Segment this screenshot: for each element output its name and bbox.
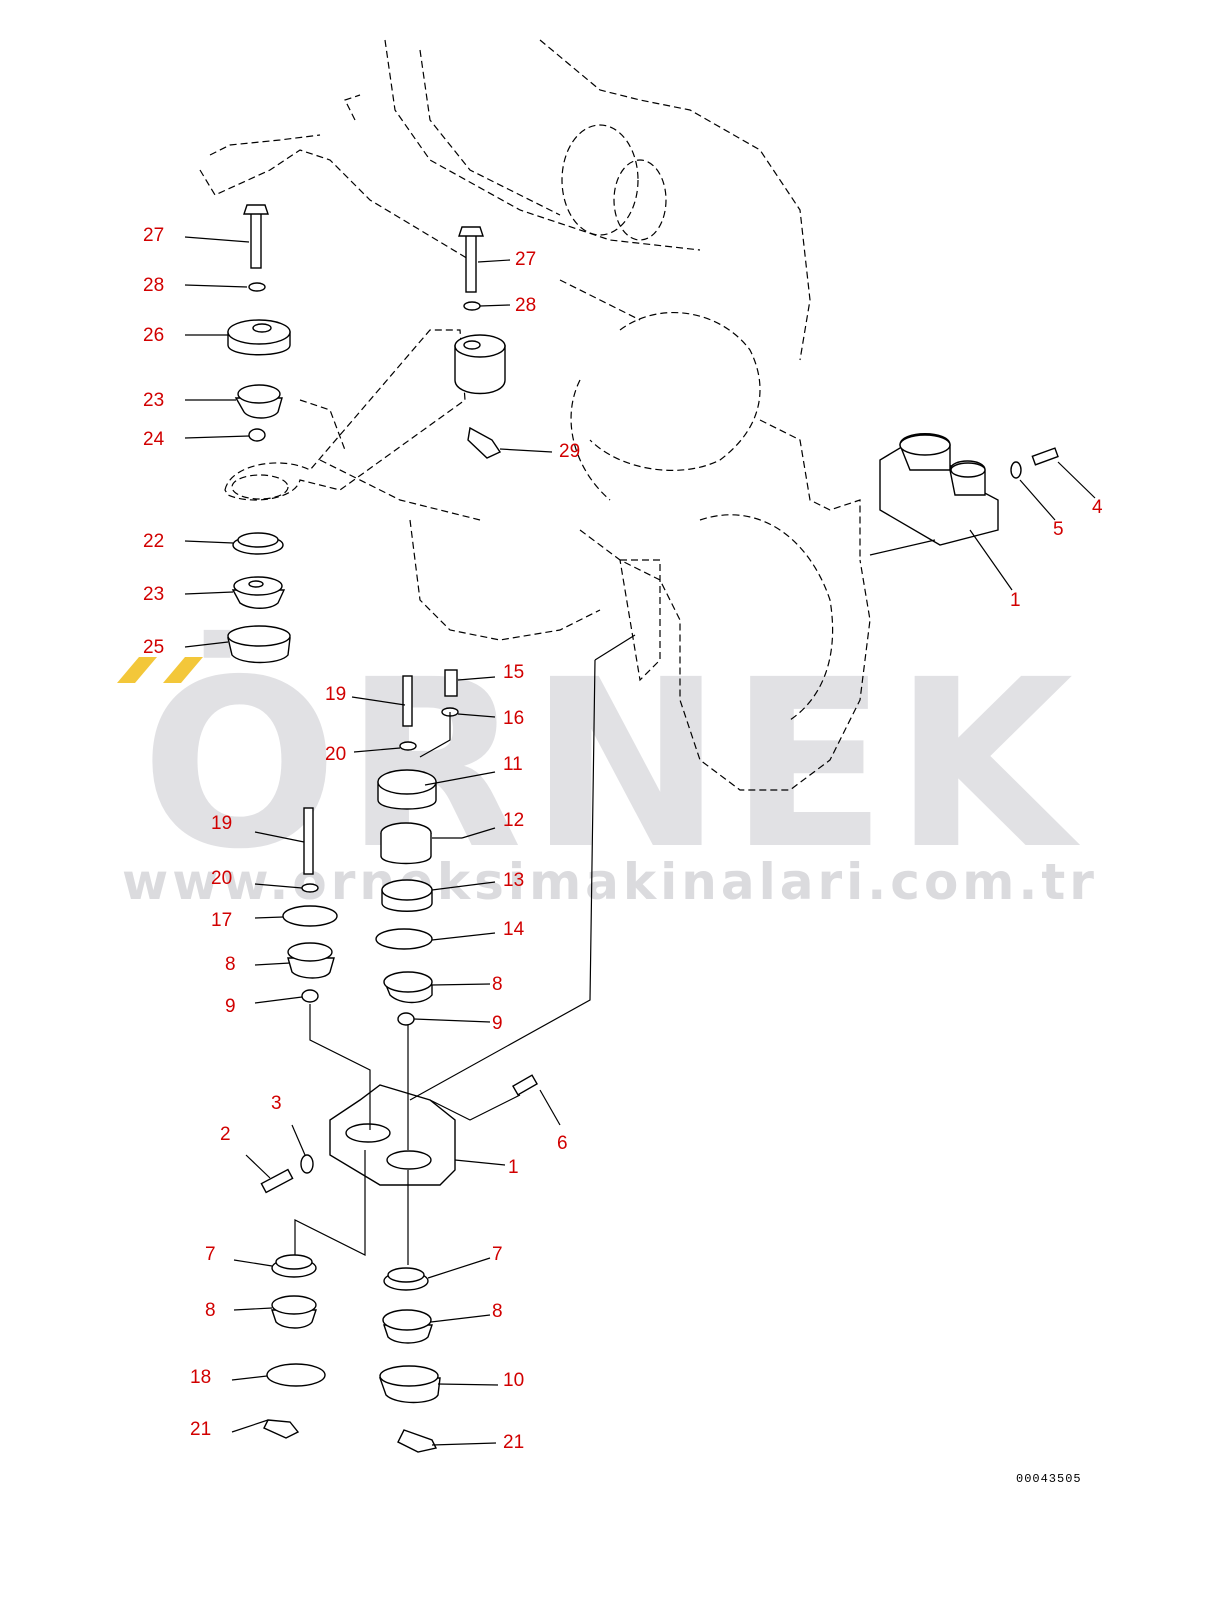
callout-6: 6 (557, 1133, 568, 1154)
middle-stack-group (375, 669, 459, 1026)
callout-7: 7 (492, 1244, 503, 1265)
callout-28: 28 (143, 275, 165, 296)
callout-1: 1 (508, 1157, 519, 1178)
callout-20: 20 (325, 744, 347, 765)
callout-22: 22 (143, 531, 165, 552)
callout-5: 5 (1053, 519, 1064, 540)
connector-lines (184, 236, 1096, 1446)
callout-23: 23 (143, 584, 165, 605)
callout-21: 21 (503, 1432, 525, 1453)
callout-27: 27 (515, 249, 537, 270)
callout-21: 21 (190, 1419, 212, 1440)
callout-11: 11 (503, 754, 523, 775)
callout-14: 14 (503, 919, 525, 940)
callout-29: 29 (559, 441, 581, 462)
center-mount-group (454, 226, 506, 459)
callout-17: 17 (211, 910, 233, 931)
callout-8: 8 (205, 1300, 216, 1321)
callout-28: 28 (515, 295, 537, 316)
callout-25: 25 (143, 637, 165, 658)
callout-19: 19 (211, 813, 233, 834)
callout-23: 23 (143, 390, 165, 411)
callout-8: 8 (492, 974, 503, 995)
callout-2: 2 (220, 1124, 231, 1145)
callout-8: 8 (225, 954, 236, 975)
callout-26: 26 (143, 325, 165, 346)
callout-15: 15 (503, 662, 525, 683)
callout-24: 24 (143, 429, 165, 450)
callout-16: 16 (503, 708, 525, 729)
callout-8: 8 (492, 1301, 503, 1322)
left-middle-stack-group (282, 807, 338, 1003)
watermark-accent-marks (117, 657, 203, 683)
callout-20: 20 (211, 868, 233, 889)
right-bracket-assembly (879, 433, 1059, 546)
callout-10: 10 (503, 1370, 525, 1391)
callout-3: 3 (271, 1093, 282, 1114)
upper-mount-group (227, 204, 291, 664)
callout-18: 18 (190, 1367, 212, 1388)
bottom-stacks-group (263, 1254, 441, 1453)
callout-7: 7 (205, 1244, 216, 1265)
callout-1: 1 (1010, 590, 1021, 611)
bottom-bracket-group (260, 1074, 538, 1194)
callout-9: 9 (225, 996, 236, 1017)
callout-27: 27 (143, 225, 165, 246)
callout-4: 4 (1092, 497, 1103, 518)
engine-outline (199, 39, 871, 791)
callout-9: 9 (492, 1013, 503, 1034)
callout-13: 13 (503, 870, 525, 891)
figure-number: 00043505 (1016, 1472, 1082, 1486)
callout-12: 12 (503, 810, 525, 831)
callout-19: 19 (325, 684, 347, 705)
